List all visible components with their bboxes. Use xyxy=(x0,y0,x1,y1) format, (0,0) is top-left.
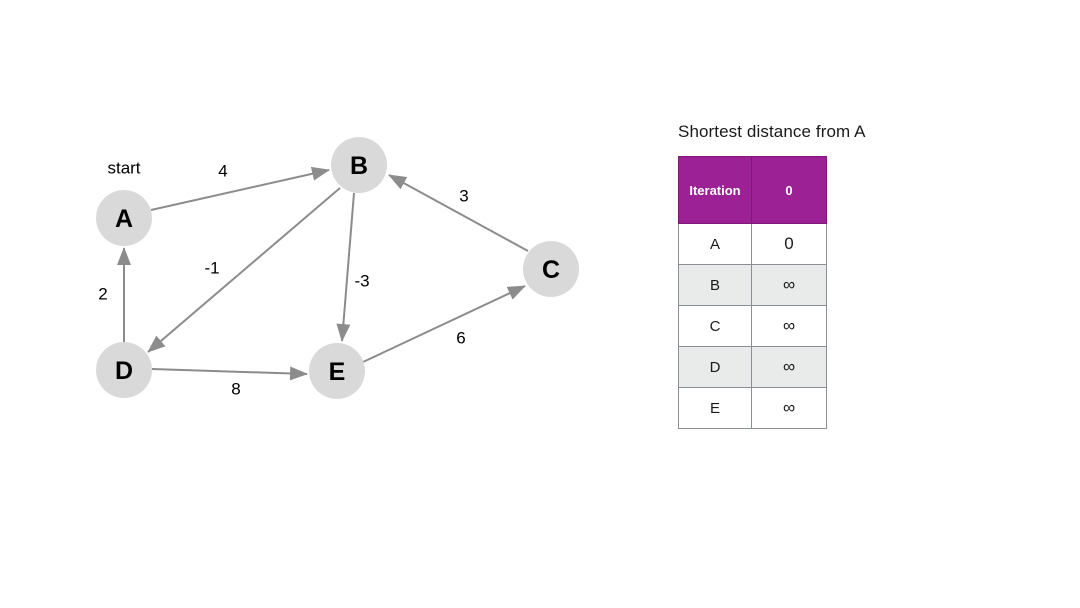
table-body: A 0 B ∞ C ∞ D ∞ E ∞ xyxy=(678,223,827,429)
cell-node-a: A xyxy=(678,223,752,265)
edge-d-to-e xyxy=(151,366,308,381)
cell-distance-d: ∞ xyxy=(751,346,827,388)
table-row: E ∞ xyxy=(678,387,827,429)
node-c-circle[interactable] xyxy=(523,241,579,297)
edge-weight-a-b: 4 xyxy=(218,162,227,181)
node-b-label: B xyxy=(350,152,368,180)
cell-distance-e: ∞ xyxy=(751,387,827,429)
node-a[interactable]: A xyxy=(96,190,152,246)
cell-distance-a: 0 xyxy=(751,223,827,265)
edge-weight-d-e: 8 xyxy=(231,380,240,399)
cell-distance-b: ∞ xyxy=(751,264,827,306)
cell-distance-c: ∞ xyxy=(751,305,827,347)
node-e-label: E xyxy=(329,358,346,386)
node-d-circle[interactable] xyxy=(96,342,152,398)
graph-svg: 4 2 -1 -3 3 8 6 start A B C D E xyxy=(96,137,579,399)
table-row: C ∞ xyxy=(678,305,827,347)
table-head: Iteration 0 xyxy=(678,156,827,224)
table-row: D ∞ xyxy=(678,346,827,388)
header-iteration: Iteration xyxy=(678,156,752,224)
edge-weight-b-e: -3 xyxy=(354,272,369,291)
node-d[interactable]: D xyxy=(96,342,152,398)
node-a-circle[interactable] xyxy=(96,190,152,246)
shortest-distance-table: Iteration 0 A 0 B ∞ C ∞ D ∞ E ∞ xyxy=(678,156,827,429)
graph-diagram-panel: 4 2 -1 -3 3 8 6 start A B C D E xyxy=(96,137,579,399)
table-header-row: Iteration 0 xyxy=(678,156,827,224)
edge-weight-e-c: 6 xyxy=(456,329,465,348)
table-row: A 0 xyxy=(678,223,827,265)
edge-group xyxy=(117,166,529,381)
node-c-label: C xyxy=(542,256,560,284)
node-c[interactable]: C xyxy=(523,241,579,297)
edge-b-to-e xyxy=(336,192,355,342)
edge-b-to-d xyxy=(147,187,341,353)
node-b-circle[interactable] xyxy=(331,137,387,193)
start-node-label: start xyxy=(107,159,140,178)
node-a-label: A xyxy=(115,205,133,233)
node-e-circle[interactable] xyxy=(309,343,365,399)
cell-node-e: E xyxy=(678,387,752,429)
edge-e-to-c xyxy=(362,285,526,363)
cell-node-d: D xyxy=(678,346,752,388)
edge-a-to-b xyxy=(150,166,330,211)
table-title: Shortest distance from A xyxy=(678,122,866,141)
node-e[interactable]: E xyxy=(309,343,365,399)
edge-weight-b-d: -1 xyxy=(204,259,219,278)
edge-weight-group: 4 2 -1 -3 3 8 6 xyxy=(98,162,468,399)
table-row: B ∞ xyxy=(678,264,827,306)
edge-weight-c-b: 3 xyxy=(459,187,468,206)
distance-table-panel: Shortest distance from A Iteration 0 A 0… xyxy=(678,122,1008,429)
header-iteration-0: 0 xyxy=(751,156,827,224)
node-b[interactable]: B xyxy=(331,137,387,193)
edge-c-to-b xyxy=(388,174,529,252)
edge-weight-d-a: 2 xyxy=(98,285,107,304)
cell-node-b: B xyxy=(678,264,752,306)
cell-node-c: C xyxy=(678,305,752,347)
node-d-label: D xyxy=(115,357,133,385)
